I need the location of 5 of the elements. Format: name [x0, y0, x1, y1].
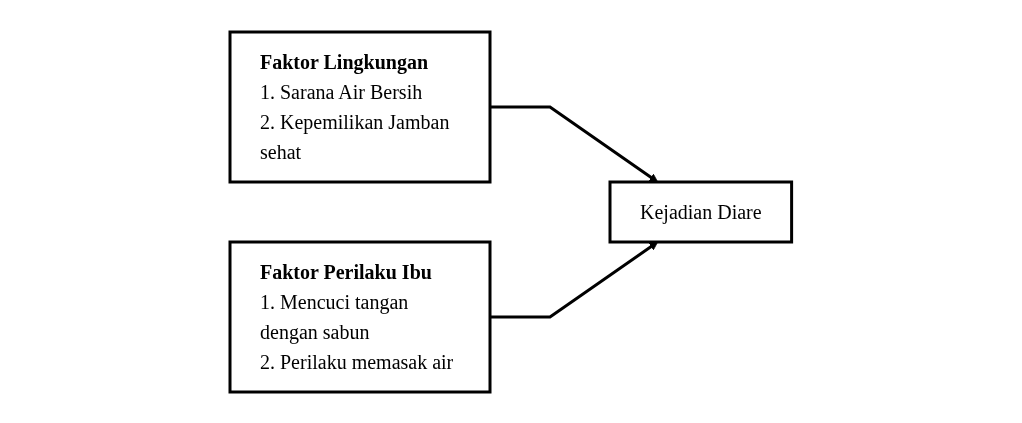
- node-box: Faktor Lingkungan 1. Sarana Air Bersih 2. Kepemilikan Jamban sehat: [228, 30, 492, 183]
- arrow: [490, 105, 659, 182]
- node-box: Kejadian Diare: [608, 180, 794, 243]
- arrow: [490, 241, 659, 318]
- node-box: Faktor Perilaku Ibu 1. Mencuci tangan dengan sabun 2. Perilaku memasak air: [228, 240, 492, 393]
